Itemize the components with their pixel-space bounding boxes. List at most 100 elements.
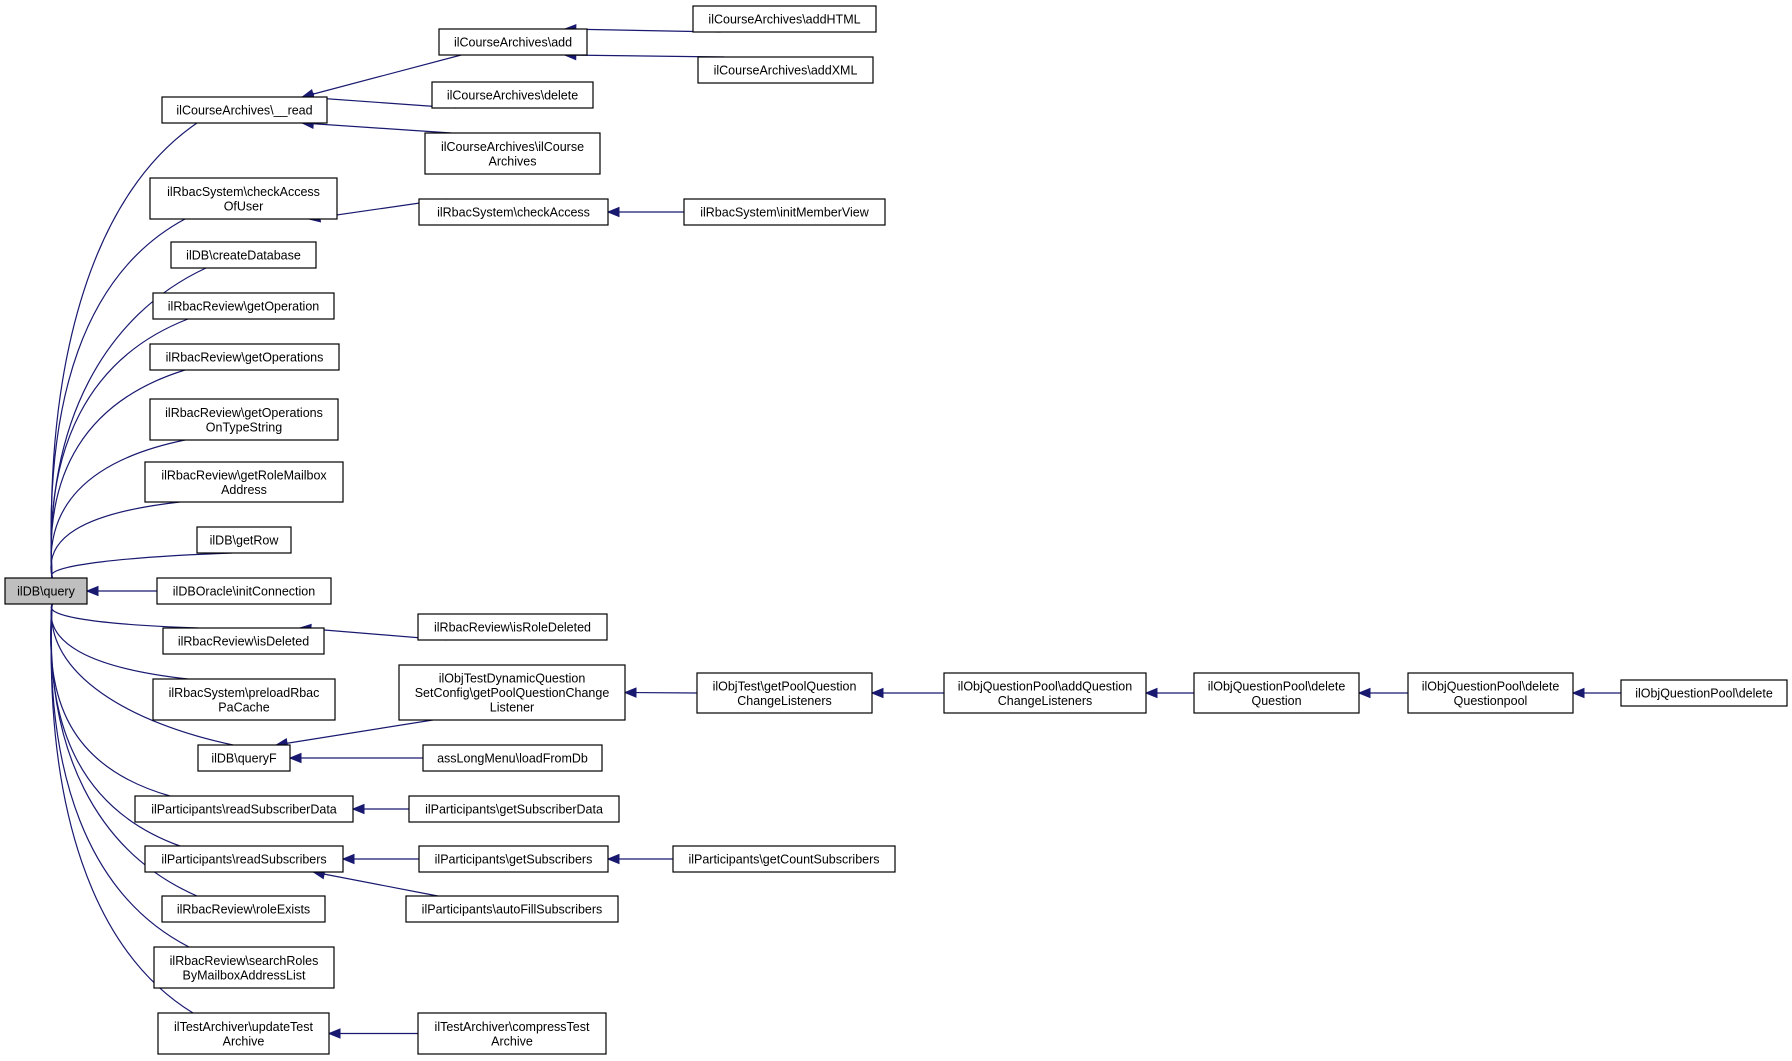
node-label: ilParticipants\autoFillSubscribers <box>422 903 603 917</box>
node-label: ilObjQuestionPool\delete <box>1208 679 1346 693</box>
node-box <box>134 795 354 823</box>
node-box <box>417 613 608 641</box>
node-label: ilDB\queryF <box>211 752 277 766</box>
node-dbgetrow[interactable]: ilDB\getRow <box>196 526 292 554</box>
edge-line <box>313 871 438 897</box>
node-box <box>431 81 594 109</box>
node-box <box>1193 672 1360 714</box>
node-label: ilRbacReview\getOperations <box>166 351 324 365</box>
edge-line <box>624 691 698 694</box>
node-rca[interactable]: ilRbacSystem\checkAccess <box>418 198 609 226</box>
node-label: ilTestArchiver\compressTest <box>435 1020 590 1034</box>
edge-rrolemail-to-query <box>49 501 181 590</box>
node-box <box>144 461 344 503</box>
node-box <box>1620 679 1788 707</box>
node-rsearchroles[interactable]: ilRbacReview\searchRolesByMailboxAddress… <box>153 946 335 989</box>
edge-line <box>50 604 171 797</box>
node-label: Listener <box>490 701 534 715</box>
node-pgetsubdata[interactable]: ilParticipants\getSubscriberData <box>408 795 620 823</box>
node-box <box>161 895 326 923</box>
node-pgetsubs[interactable]: ilParticipants\getSubscribers <box>418 845 609 873</box>
arrowhead <box>1571 687 1585 699</box>
edge-line <box>50 439 186 578</box>
node-rgetops[interactable]: ilRbacReview\getOperations <box>149 343 340 371</box>
node-label: Archives <box>489 154 537 168</box>
node-qpaddlist[interactable]: ilObjQuestionPool\addQuestionChangeListe… <box>943 672 1147 714</box>
edge-pgetcount-to-pgetsubs <box>606 853 673 865</box>
arrowhead <box>327 1028 341 1039</box>
node-cread[interactable]: ilCourseArchives\__read <box>161 96 328 124</box>
node-box <box>692 5 877 33</box>
node-pgetcount[interactable]: ilParticipants\getCountSubscribers <box>672 845 896 873</box>
node-label: ilDB\createDatabase <box>186 249 301 263</box>
node-label: ilCourseArchives\__read <box>176 104 312 118</box>
node-label: ilRbacReview\roleExists <box>177 903 310 917</box>
node-box <box>153 946 335 989</box>
edge-qpaddlist-to-objtestlist <box>870 687 944 699</box>
node-label: ByMailboxAddressList <box>183 968 306 982</box>
node-asslong[interactable]: assLongMenu\loadFromDb <box>422 744 603 772</box>
arrowhead <box>623 687 637 698</box>
node-label: OnTypeString <box>206 420 282 434</box>
node-label: ilObjQuestionPool\delete <box>1422 679 1560 693</box>
node-label: ilRbacSystem\checkAccess <box>167 185 320 199</box>
node-label: ilParticipants\readSubscribers <box>161 853 326 867</box>
edge-dynq-to-queryf <box>274 719 433 749</box>
node-risdeleted[interactable]: ilRbacReview\isDeleted <box>162 627 325 655</box>
node-oracleinit[interactable]: ilDBOracle\initConnection <box>156 577 332 605</box>
edge-queryf-to-query <box>49 592 234 746</box>
node-label: ChangeListeners <box>737 694 832 708</box>
node-caddhtml[interactable]: ilCourseArchives\addHTML <box>692 5 877 33</box>
arrowhead <box>606 206 620 218</box>
node-box <box>405 895 619 923</box>
node-rimv[interactable]: ilRbacSystem\initMemberView <box>683 198 886 226</box>
node-dynq[interactable]: ilObjTestDynamicQuestionSetConfig\getPoo… <box>398 664 626 721</box>
node-box <box>417 1012 607 1055</box>
node-label: ilObjTest\getPoolQuestion <box>713 679 857 693</box>
node-queryf[interactable]: ilDB\queryF <box>197 744 291 772</box>
node-box <box>196 526 292 554</box>
node-box <box>422 744 603 772</box>
node-cctor[interactable]: ilCourseArchives\ilCourseArchives <box>424 132 601 175</box>
node-rgetop[interactable]: ilRbacReview\getOperation <box>152 292 335 320</box>
node-risroledeleted[interactable]: ilRbacReview\isRoleDeleted <box>417 613 608 641</box>
node-label: ilCourseArchives\delete <box>447 89 578 103</box>
node-cadd[interactable]: ilCourseArchives\add <box>438 28 588 56</box>
node-label: ilRbacReview\getOperation <box>168 300 320 314</box>
node-pautofill[interactable]: ilParticipants\autoFillSubscribers <box>405 895 619 923</box>
edge-qpdelq-to-qpaddlist <box>1144 687 1194 699</box>
node-label: ilCourseArchives\addHTML <box>708 13 860 27</box>
edge-line <box>302 54 462 98</box>
edge-oracleinit-to-query <box>85 585 157 597</box>
edge-line <box>50 501 181 578</box>
node-label: ilRbacReview\getOperations <box>165 406 323 420</box>
node-label: ilParticipants\readSubscriberData <box>151 803 337 817</box>
edge-qpdelete-to-qpdelpool <box>1571 687 1621 699</box>
node-label: ChangeListeners <box>998 694 1093 708</box>
node-label: ilDB\getRow <box>210 534 280 548</box>
node-label: ilObjQuestionPool\addQuestion <box>958 679 1132 693</box>
node-box <box>418 198 609 226</box>
edge-objtestlist-to-dynq <box>623 687 698 698</box>
node-preadsubs[interactable]: ilParticipants\readSubscribers <box>144 845 344 873</box>
node-box <box>152 292 335 320</box>
node-box <box>438 28 588 56</box>
node-dbcreate[interactable]: ilDB\createDatabase <box>170 241 317 269</box>
node-cdelete[interactable]: ilCourseArchives\delete <box>431 81 594 109</box>
node-rroleexists[interactable]: ilRbacReview\roleExists <box>161 895 326 923</box>
node-query[interactable]: ilDB\query <box>4 577 88 605</box>
node-box <box>197 744 291 772</box>
node-caddxml[interactable]: ilCourseArchives\addXML <box>697 56 874 84</box>
node-qpdelete[interactable]: ilObjQuestionPool\delete <box>1620 679 1788 707</box>
edge-pautofill-to-preadsubs <box>312 869 438 897</box>
node-preadsubdata[interactable]: ilParticipants\readSubscriberData <box>134 795 354 823</box>
